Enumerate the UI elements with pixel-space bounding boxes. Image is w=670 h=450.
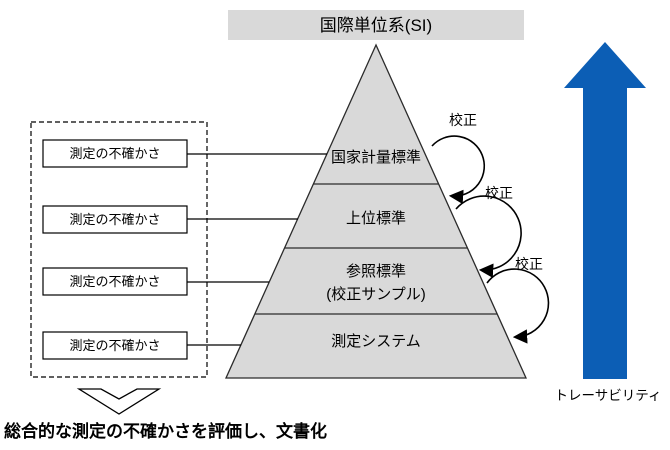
pyramid-level-upper-standard: 上位標準 bbox=[346, 210, 406, 227]
calibration-arrow-3 bbox=[486, 268, 550, 344]
uncertainty-box-1 bbox=[42, 139, 188, 168]
down-arrow-icon bbox=[76, 388, 162, 415]
pyramid-level-national-standard: 国家計量標準 bbox=[331, 149, 421, 166]
calibration-arrow-1 bbox=[431, 135, 486, 205]
uncertainty-box-3 bbox=[42, 267, 188, 296]
pyramid-level-measurement-system: 測定システム bbox=[331, 333, 421, 350]
traceability-up-arrow-icon bbox=[564, 42, 646, 379]
uncertainty-box-2-label: 測定の不確かさ bbox=[69, 212, 160, 227]
uncertainty-box-3-label: 測定の不確かさ bbox=[69, 274, 160, 289]
calibration-label-1: 校正 bbox=[449, 112, 477, 128]
calibration-label-2: 校正 bbox=[485, 185, 513, 201]
si-header-box bbox=[228, 10, 524, 40]
pyramid-level-reference-standard: 参照標準 bbox=[346, 263, 406, 280]
uncertainty-group-frame bbox=[30, 121, 208, 378]
traceability-label: トレーサビリティ bbox=[555, 388, 662, 403]
uncertainty-box-2 bbox=[42, 205, 188, 234]
pyramid-level-reference-standard-sub: (校正サンプル) bbox=[326, 286, 426, 303]
calibration-arrow-2 bbox=[455, 195, 522, 278]
footer-note: 総合的な測定の不確かさを評価し、文書化 bbox=[4, 421, 327, 441]
uncertainty-box-1-label: 測定の不確かさ bbox=[69, 146, 160, 161]
pyramid-shape bbox=[224, 43, 528, 379]
calibration-label-3: 校正 bbox=[515, 256, 543, 272]
uncertainty-box-4-label: 測定の不確かさ bbox=[69, 338, 160, 353]
si-header-label: 国際単位系(SI) bbox=[320, 16, 432, 35]
